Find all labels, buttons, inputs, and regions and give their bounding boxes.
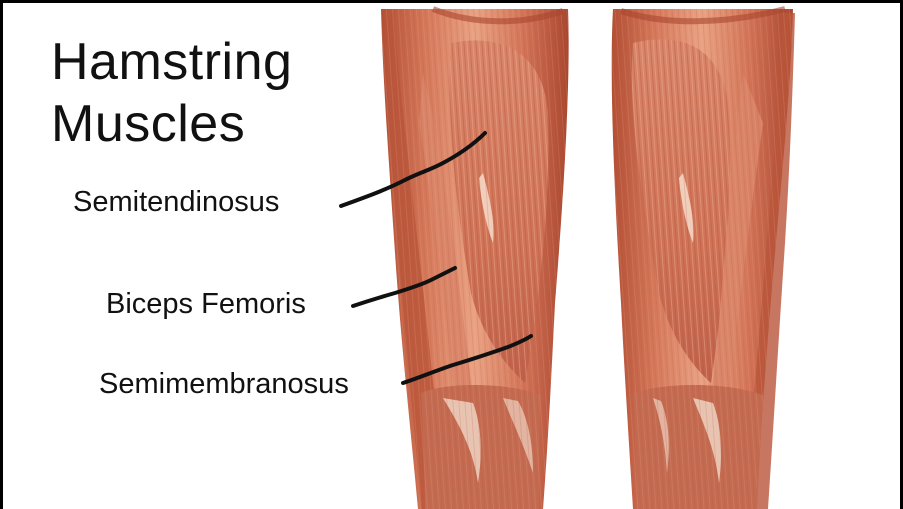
label-biceps-femoris: Biceps Femoris: [106, 288, 306, 321]
title-line-2: Muscles: [51, 93, 292, 155]
left-leg: [381, 9, 569, 509]
right-leg: [612, 9, 795, 509]
label-semitendinosus: Semitendinosus: [73, 186, 279, 219]
diagram-title: Hamstring Muscles: [51, 31, 292, 155]
title-line-1: Hamstring: [51, 31, 292, 93]
label-semimembranosus: Semimembranosus: [99, 368, 349, 401]
